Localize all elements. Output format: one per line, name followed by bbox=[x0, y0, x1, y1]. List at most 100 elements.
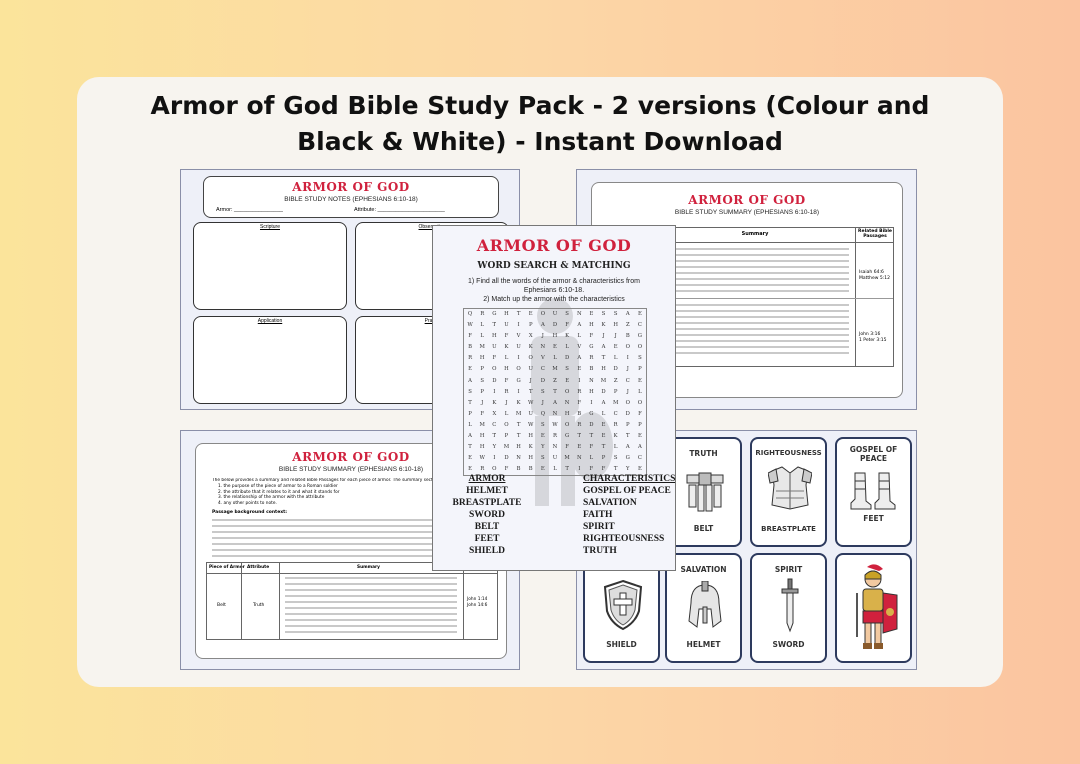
row-piece: Belt bbox=[217, 603, 226, 608]
grid-letter: D bbox=[552, 322, 558, 329]
grid-letter: N bbox=[564, 399, 570, 406]
grid-letter: O bbox=[504, 421, 509, 428]
grid-letter: A bbox=[601, 344, 606, 351]
grid-letter: D bbox=[540, 377, 545, 384]
grid-letter: T bbox=[613, 466, 618, 473]
grid-letter: E bbox=[565, 377, 570, 384]
card-salvation-label: SALVATION bbox=[680, 565, 727, 574]
grid-letter: P bbox=[480, 366, 484, 373]
grid-letter: P bbox=[638, 421, 642, 428]
card-sword-label: SWORD bbox=[772, 640, 805, 649]
grid-letter: D bbox=[504, 455, 509, 462]
grid-letter: L bbox=[553, 466, 557, 473]
grid-letter: M bbox=[515, 410, 522, 417]
grid-letter: T bbox=[626, 433, 630, 440]
card-gospel-label: GOSPEL OF PEACE bbox=[849, 445, 898, 463]
grid-letter: C bbox=[637, 455, 642, 462]
card-gospel-feet: GOSPEL OF PEACE FEET bbox=[835, 437, 912, 547]
grid-letter: E bbox=[613, 344, 618, 351]
grid-letter: M bbox=[600, 377, 607, 384]
grid-letter: C bbox=[625, 377, 630, 384]
helmet-icon bbox=[688, 581, 722, 628]
grid-letter: P bbox=[468, 410, 472, 417]
grid-letter: R bbox=[504, 388, 509, 395]
armor-item: SWORD bbox=[469, 510, 505, 520]
grid-letter: V bbox=[577, 344, 582, 351]
grid-letter: O bbox=[637, 344, 643, 351]
characteristic-item: SPIRIT bbox=[583, 522, 615, 532]
grid-letter: F bbox=[589, 333, 594, 340]
card-spirit-label: SPIRIT bbox=[774, 565, 803, 574]
grid-letter: S bbox=[601, 311, 606, 317]
sword-icon bbox=[781, 578, 799, 633]
grid-letter: E bbox=[553, 344, 557, 351]
grid-letter: F bbox=[589, 466, 594, 473]
grid-letter: X bbox=[528, 333, 533, 340]
grid-letter: I bbox=[578, 466, 581, 473]
grid-letter: R bbox=[577, 421, 582, 428]
grid-letter: N bbox=[576, 311, 582, 317]
grid-letter: E bbox=[589, 311, 594, 317]
grid-letter: R bbox=[577, 388, 582, 395]
grid-letter: J bbox=[541, 333, 544, 340]
characteristic-item: RIGHTEOUSNESS bbox=[583, 534, 665, 544]
grid-letter: T bbox=[589, 433, 594, 440]
grid-letter: W bbox=[528, 399, 534, 406]
grid-letter: A bbox=[625, 311, 630, 317]
grid-letter: Q bbox=[467, 311, 473, 317]
grid-letter: G bbox=[625, 455, 630, 462]
armor-item: SHIELD bbox=[469, 546, 505, 556]
grid-letter: H bbox=[613, 322, 618, 329]
armor-list-heading: ARMOR bbox=[468, 474, 506, 484]
grid-letter: E bbox=[637, 377, 642, 384]
grid-letter: B bbox=[577, 410, 582, 417]
application-box: Application bbox=[193, 316, 347, 404]
col-summary-header: Summary bbox=[741, 231, 769, 237]
grid-letter: D bbox=[565, 355, 570, 362]
grid-letter: P bbox=[528, 322, 533, 329]
grid-letter: F bbox=[504, 377, 509, 384]
grid-letter: K bbox=[601, 322, 606, 329]
grid-letter: U bbox=[492, 344, 497, 351]
grid-letter: B bbox=[528, 466, 533, 473]
grid-letter: S bbox=[638, 355, 642, 362]
card-helmet-label: HELMET bbox=[686, 640, 721, 649]
grid-letter: W bbox=[479, 455, 485, 462]
grid-letter: N bbox=[576, 455, 582, 462]
grid-letter: I bbox=[578, 377, 581, 384]
grid-letter: K bbox=[504, 344, 509, 351]
grid-letter: H bbox=[552, 333, 558, 340]
grid-letter: L bbox=[504, 355, 509, 362]
grid-letter: D bbox=[625, 410, 630, 417]
roman-soldier-icon bbox=[856, 564, 898, 649]
grid-letter: G bbox=[492, 311, 497, 317]
grid-letter: R bbox=[480, 466, 485, 473]
grid-letter: O bbox=[625, 399, 630, 406]
grid-letter: G bbox=[516, 377, 521, 384]
grid-letter: B bbox=[516, 466, 521, 473]
breastplate-icon bbox=[768, 466, 812, 510]
armor-list: ARMOR HELMET BREASTPLATE SWORD BELT FEET… bbox=[447, 473, 527, 557]
grid-letter: C bbox=[492, 421, 497, 428]
armor-cards-sheet: TRUTH BELT RIGHTEOUSNESS BREASTPLATE GOS… bbox=[576, 430, 917, 670]
grid-letter: G bbox=[589, 344, 594, 351]
belt-icon bbox=[686, 472, 724, 512]
grid-letter: J bbox=[602, 333, 605, 340]
grid-letter: S bbox=[468, 388, 472, 395]
grid-letter: O bbox=[564, 388, 570, 395]
summary-intro: The below provides a summary and related… bbox=[212, 478, 442, 483]
grid-letter: H bbox=[528, 433, 534, 440]
grid-letter: T bbox=[492, 433, 497, 440]
grid-letter: I bbox=[517, 322, 520, 329]
grid-letter: L bbox=[638, 388, 642, 395]
grid-letter: H bbox=[589, 322, 594, 329]
grid-letter: T bbox=[601, 355, 606, 362]
grid-letter: A bbox=[577, 322, 582, 329]
grid-letter: O bbox=[492, 466, 497, 473]
grid-letter: E bbox=[637, 311, 642, 317]
grid-letter: L bbox=[504, 410, 509, 417]
ws-heading: ARMOR OF GOD bbox=[476, 236, 632, 255]
grid-letter: K bbox=[613, 433, 618, 440]
